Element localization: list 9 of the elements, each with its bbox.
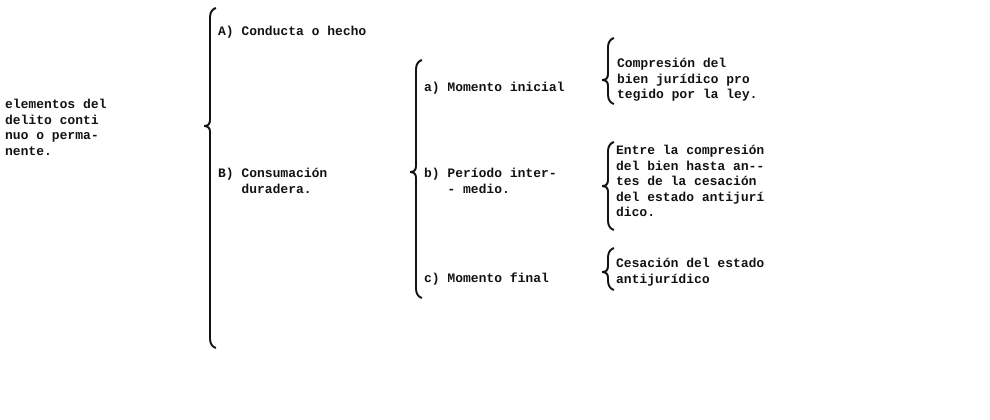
- outline-text: Cesación del estado antijurídico: [616, 256, 764, 287]
- outline-text: b) Período inter-- medio.: [424, 166, 558, 197]
- outline-text: a) Momento inicial: [424, 80, 566, 96]
- outline-text: c) Momento final: [424, 271, 550, 286]
- outline-text: B) Consumación duradera.: [218, 166, 328, 197]
- outline-text: A) Conducta o hecho: [218, 24, 368, 40]
- outline-text: elementos del delito conti nuo o perma- nente.: [5, 97, 106, 159]
- outline-text: Entre la compresión del bien hasta an-- tes de la cesación del estado antijurí dico.: [616, 143, 764, 220]
- outline-text: Compresión del bien jurídico pro tegido por la ley.: [617, 56, 758, 102]
